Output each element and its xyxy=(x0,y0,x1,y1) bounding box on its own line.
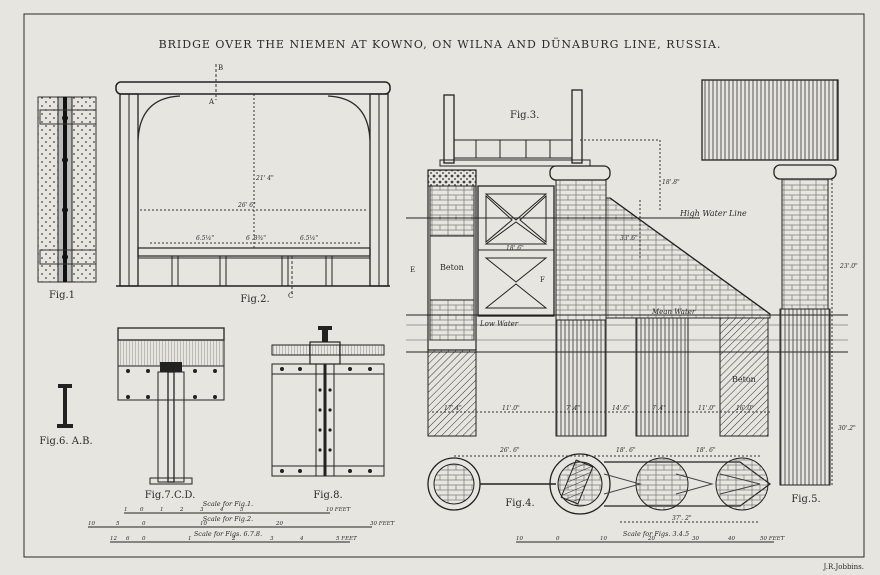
fig3-width-dim: 18'.6" xyxy=(506,245,524,252)
section-f-letter: F xyxy=(540,276,545,284)
scale-figs-678-tick: 3 xyxy=(270,536,274,542)
fig3-deep-dim: 30'.2" xyxy=(838,425,856,432)
scale-figs-345-tick: 20 xyxy=(647,536,655,542)
mean-water-annotation: Mean Water xyxy=(651,308,696,316)
fig4-dim-1: 26'. 6" xyxy=(499,447,520,454)
section-b-letter: B xyxy=(218,64,223,72)
fig2-bay-3: 6.5¼" xyxy=(300,235,318,242)
fig5-pier-side xyxy=(701,79,839,486)
scale-figs-345: Scale for Figs. 3.4.5 10 0 10 20 30 40 5… xyxy=(516,530,785,543)
fig2-cross-section xyxy=(115,64,391,295)
fig6-label: Fig.6. A.B. xyxy=(39,436,92,447)
fig8-girder-section xyxy=(271,326,385,477)
scale-fig1-tick: 3 xyxy=(200,507,204,513)
fig1-label: Fig.1 xyxy=(49,290,75,301)
scale-figs-678-tick: 0 xyxy=(142,536,146,542)
fig2-span-dim: 26' 6" xyxy=(237,202,256,209)
fig4-plan-view xyxy=(427,453,772,523)
scale-fig2-tick: 30 FEET xyxy=(370,521,395,527)
fig7-label: Fig.7.C.D. xyxy=(145,490,196,501)
fig3-base-2: 11'.0" xyxy=(502,405,520,412)
plate-border xyxy=(23,13,865,558)
scale-fig2-tick: 20 xyxy=(275,521,283,527)
beton-left-label: Beton xyxy=(440,263,464,272)
scale-fig1: Scale for Fig.1. 1 0 1 2 3 4 5 10 FEET xyxy=(124,500,351,514)
fig2-height-dim: 21' 4" xyxy=(255,175,274,182)
fig3-base-7: 16'.0" xyxy=(736,405,754,412)
beton-right-label: Beton xyxy=(732,375,756,384)
high-water-annotation: High Water Line xyxy=(679,209,747,218)
fig7-rail-beam xyxy=(117,327,225,485)
fig3-label: Fig.3. xyxy=(510,110,539,121)
low-water-annotation: Low Water xyxy=(479,320,519,328)
scale-figs-678-tick: 12 xyxy=(110,536,117,542)
fig2-label: Fig.2. xyxy=(240,294,269,305)
fig4-dim-2: 18'. 6" xyxy=(616,447,636,454)
scale-figs-345-tick: 10 xyxy=(516,536,523,542)
scale-fig2-label: Scale for Fig.2. xyxy=(203,515,253,523)
scale-figs-345-tick: 50 FEET xyxy=(760,536,785,542)
fig3-cap-dim: 18'.8" xyxy=(662,179,680,186)
fig3-base-5: 7'.4" xyxy=(652,405,666,412)
scale-fig1-tick: 0 xyxy=(140,507,144,513)
fig4-label: Fig.4. xyxy=(505,498,534,509)
scale-fig1-tick: 1 xyxy=(160,507,164,513)
fig6-rail-section xyxy=(57,384,73,428)
engraver-credit: J.R.Jobbins. xyxy=(822,563,864,571)
scale-figs-678-tick: 6 xyxy=(126,536,130,542)
plate-title: BRIDGE OVER THE NIEMEN AT KOWNO, ON WILN… xyxy=(159,37,722,51)
fig3-base-6: 11'.0" xyxy=(698,405,716,412)
scale-fig2-tick: 10 xyxy=(88,521,95,527)
scale-fig2-tick: 0 xyxy=(142,521,146,527)
section-e-letter: E xyxy=(410,266,415,274)
fig3-base-4: 14'.6" xyxy=(612,405,630,412)
fig5-height-dim: 23'.0" xyxy=(839,263,858,270)
fig4-dim-3: 18'. 6" xyxy=(696,447,716,454)
scale-figs-345-tick: 30 xyxy=(692,536,699,542)
scale-fig2-tick: 10 xyxy=(200,521,207,527)
scale-figs-345-tick: 0 xyxy=(556,536,560,542)
scale-fig1-tick: 5 xyxy=(240,507,244,513)
scale-figs-345-label: Scale for Figs. 3.4.5 xyxy=(623,530,689,538)
section-a-letter: A xyxy=(208,98,215,106)
fig4-dim-4: 37'. 2" xyxy=(672,515,692,522)
fig5-label: Fig.5. xyxy=(791,494,820,505)
scale-figs-678-tick: 5 FEET xyxy=(336,536,357,542)
fig3-base-3: 7'.4" xyxy=(566,405,580,412)
scale-fig2: Scale for Fig.2. 10 5 0 10 20 30 FEET xyxy=(88,515,395,528)
scale-fig1-tick: 10 FEET xyxy=(326,507,351,513)
scale-figs-678-tick: 1 xyxy=(188,536,192,542)
fig2-bay-2: 6 .8¾" xyxy=(246,235,266,242)
scale-fig1-tick: 4 xyxy=(219,507,224,513)
scale-figs-345-tick: 10 xyxy=(600,536,607,542)
fig8-label: Fig.8. xyxy=(313,490,342,501)
scale-figs-678-label: Scale for Figs. 6.7.8. xyxy=(194,530,262,538)
scale-figs-678: Scale for Figs. 6.7.8. 12 6 0 1 2 3 4 5 … xyxy=(110,530,357,543)
fig3-base-1: 17'.4" xyxy=(444,405,462,412)
scale-fig2-tick: 5 xyxy=(116,521,120,527)
fig3-pier-height-dim: 33'.6" xyxy=(620,235,638,242)
scale-fig1-tick: 2 xyxy=(179,507,184,513)
fig1-rail-joint xyxy=(37,96,97,283)
scale-figs-678-tick: 4 xyxy=(299,536,304,542)
fig3-pier-elevation xyxy=(406,89,848,437)
section-c-letter: C xyxy=(288,292,293,300)
scale-fig1-label: Scale for Fig.1. xyxy=(203,500,253,508)
scale-figs-345-tick: 40 xyxy=(727,536,735,542)
fig2-bay-1: 6.5¼" xyxy=(196,235,214,242)
scale-figs-678-tick: 2 xyxy=(231,536,236,542)
scale-fig1-tick: 1 xyxy=(124,507,128,513)
